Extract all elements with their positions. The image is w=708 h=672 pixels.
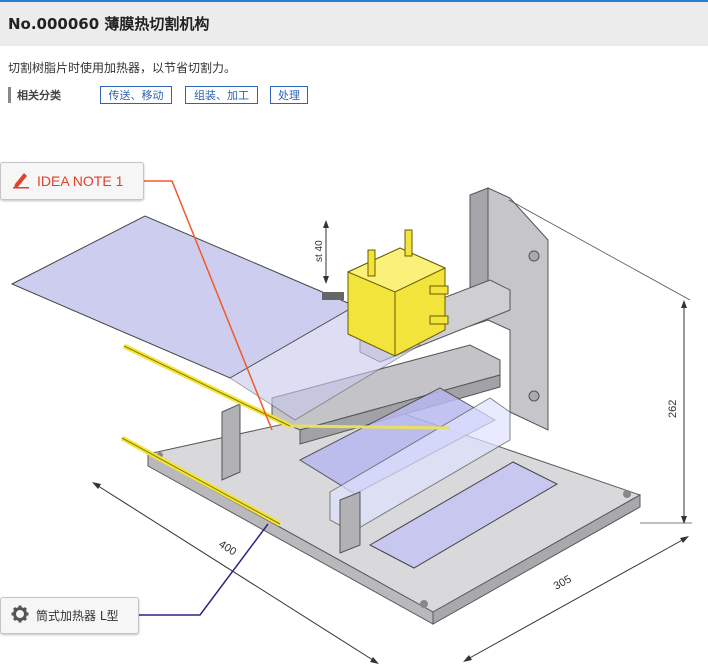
- cartridge-heater-callout[interactable]: 筒式加热器 L型: [0, 597, 139, 634]
- base-film-slot: [368, 461, 559, 569]
- dim-height-label: 262: [667, 400, 679, 418]
- idea-note-label: IDEA NOTE 1: [37, 173, 124, 189]
- support-leg-left: [221, 403, 241, 481]
- dim-stroke-label: st 40: [314, 240, 325, 262]
- tag-assembly-process[interactable]: 组装、加工: [185, 86, 258, 104]
- page-header: No.000060 薄膜热切割机构: [0, 0, 708, 46]
- dim-depth-label: 305: [552, 573, 574, 592]
- support-leg-right: [339, 491, 361, 554]
- tag-handling[interactable]: 处理: [270, 86, 308, 104]
- page-description: 切割树脂片时使用加热器，以节省切割力。: [8, 61, 237, 75]
- page-title: No.000060 薄膜热切割机构: [8, 15, 210, 33]
- back-plate-face: [487, 187, 549, 431]
- dim-width-label: 400: [216, 538, 238, 558]
- category-label: 相关分类: [8, 87, 61, 103]
- base-plate-side: [432, 494, 641, 625]
- tag-transfer-move[interactable]: 传送、移动: [100, 86, 172, 104]
- pencil-icon: [11, 169, 31, 193]
- gear-icon: [11, 605, 29, 627]
- mechanism-illustration: st 40 262 400 305: [10, 180, 692, 664]
- idea-note-callout[interactable]: IDEA NOTE 1: [0, 162, 144, 200]
- cartridge-heater-label: 筒式加热器 L型: [36, 609, 119, 623]
- heater-leader: [139, 523, 269, 616]
- transparent-guard: [329, 397, 511, 533]
- idea-note-leader: [144, 180, 273, 431]
